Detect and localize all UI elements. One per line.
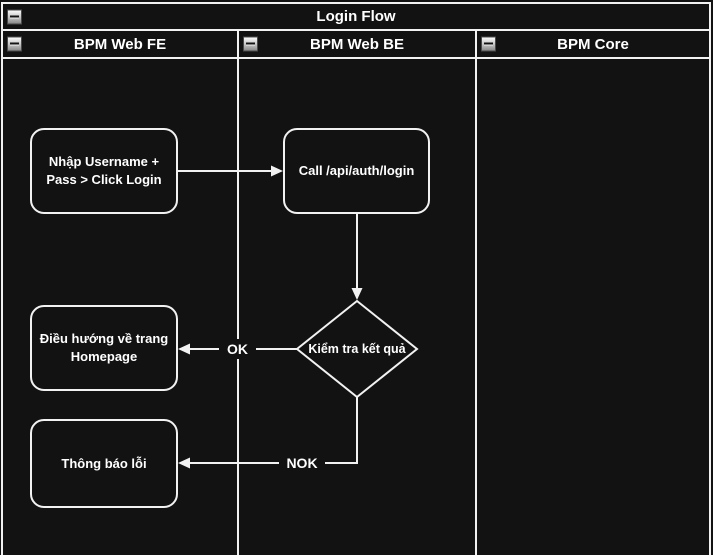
node-check-result-label[interactable]: Kiểm tra kết quả	[299, 339, 415, 359]
node-show-error[interactable]: Thông báo lỗi	[30, 419, 178, 508]
lane-fe-collapse-button[interactable]	[7, 36, 22, 52]
node-navigate-homepage[interactable]: Điều hướng về trang Homepage	[30, 305, 178, 391]
node-label: Call /api/auth/login	[298, 163, 415, 179]
lane-be-collapse-button[interactable]	[243, 36, 258, 52]
node-input-credentials[interactable]: Nhập Username + Pass > Click Login	[30, 128, 178, 214]
pool-title: Login Flow	[316, 8, 396, 25]
lane-header-bpm-core[interactable]: BPM Core	[477, 31, 709, 57]
pool-collapse-button[interactable]	[7, 9, 22, 24]
edge-label-ok: OK	[219, 339, 256, 359]
decision-diamond-shape[interactable]	[295, 299, 419, 399]
arrowhead-left-nok-icon	[178, 457, 190, 469]
lane-body-bpm-web-fe	[3, 59, 239, 555]
lane-header-bpm-web-be[interactable]: BPM Web BE	[239, 31, 477, 57]
lane-label: BPM Web FE	[73, 35, 167, 53]
lane-header-bpm-web-fe[interactable]: BPM Web FE	[3, 31, 239, 57]
edge-label-nok: NOK	[279, 453, 325, 473]
arrowhead-left-ok-icon	[178, 343, 190, 355]
node-label: Kiểm tra kết quả	[308, 342, 406, 356]
lane-core-collapse-button[interactable]	[481, 36, 496, 52]
node-label: Nhập Username + Pass > Click Login	[46, 154, 162, 187]
lane-label: BPM Web BE	[310, 35, 404, 53]
arrowhead-right-icon	[271, 165, 283, 177]
lane-body-row	[3, 59, 709, 555]
minus-icon	[10, 42, 19, 46]
minus-icon	[10, 15, 19, 18]
lane-header-row: BPM Web FE BPM Web BE BPM Core	[3, 31, 709, 59]
arrowhead-down-icon	[351, 288, 363, 300]
edge-nok[interactable]	[189, 397, 358, 464]
node-label: Thông báo lỗi	[61, 455, 147, 471]
minus-icon	[246, 42, 255, 46]
lane-label: BPM Core	[557, 35, 629, 53]
minus-icon	[484, 42, 493, 46]
node-call-login-api[interactable]: Call /api/auth/login	[283, 128, 430, 214]
lane-body-bpm-web-be	[239, 59, 477, 555]
pool-title-bar: Login Flow	[3, 4, 709, 31]
node-label: Điều hướng về trang Homepage	[39, 331, 169, 364]
